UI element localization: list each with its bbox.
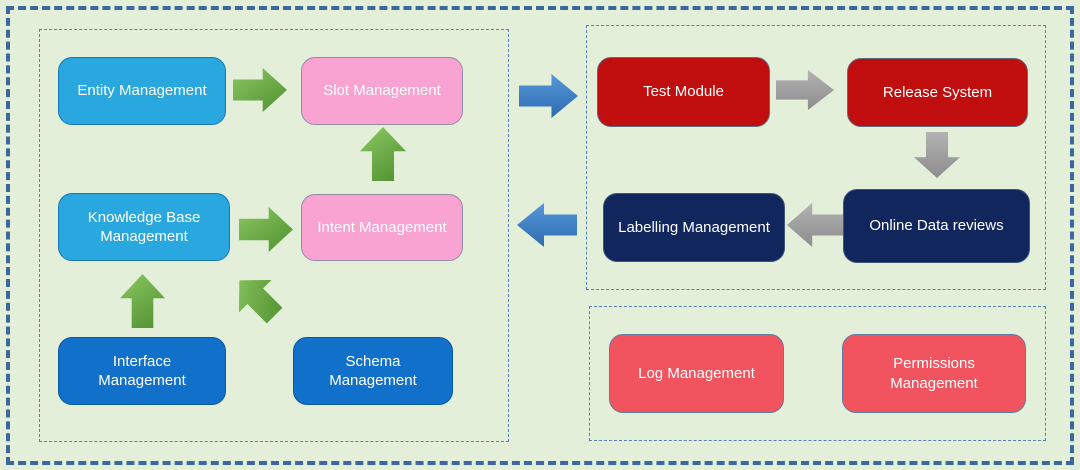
node-schema-management: Schema Management	[293, 337, 453, 405]
node-label: Slot Management	[323, 82, 441, 100]
node-label: Permissions Management	[890, 355, 978, 392]
node-label: Knowledge Base Management	[87, 208, 201, 246]
node-label: Log Management	[638, 364, 755, 382]
node-intent-management: Intent Management	[301, 194, 463, 261]
group-top-right-ops	[586, 25, 1046, 290]
node-label: Schema Management	[329, 352, 417, 390]
node-log-management: Log Management	[609, 334, 784, 413]
group-bottom-right-admin	[589, 306, 1046, 441]
node-entity-management: Entity Management	[58, 57, 226, 125]
node-label: Intent Management	[317, 218, 447, 236]
arrow-labelling-to-leftgroup-icon	[517, 203, 577, 247]
node-label: Online Data reviews	[869, 217, 1004, 235]
group-left-dialog-config	[39, 29, 509, 442]
node-labelling-management: Labelling Management	[603, 193, 785, 262]
node-online-data-reviews: Online Data reviews	[843, 189, 1030, 263]
node-interface-management: Interface Management	[58, 337, 226, 405]
node-label: Test Module	[643, 83, 724, 101]
arrow-leftgroup-to-test-icon	[519, 74, 578, 118]
node-label: Release System	[882, 83, 993, 101]
node-release-system: Release System	[847, 58, 1028, 127]
node-slot-management: Slot Management	[301, 57, 463, 125]
node-permissions-management: Permissions Management	[842, 334, 1026, 413]
node-knowledge-base-management: Knowledge Base Management	[58, 193, 230, 261]
node-label: Entity Management	[77, 82, 207, 100]
node-label: Labelling Management	[618, 218, 770, 236]
node-label: Interface Management	[98, 352, 186, 390]
node-test-module: Test Module	[597, 57, 770, 127]
